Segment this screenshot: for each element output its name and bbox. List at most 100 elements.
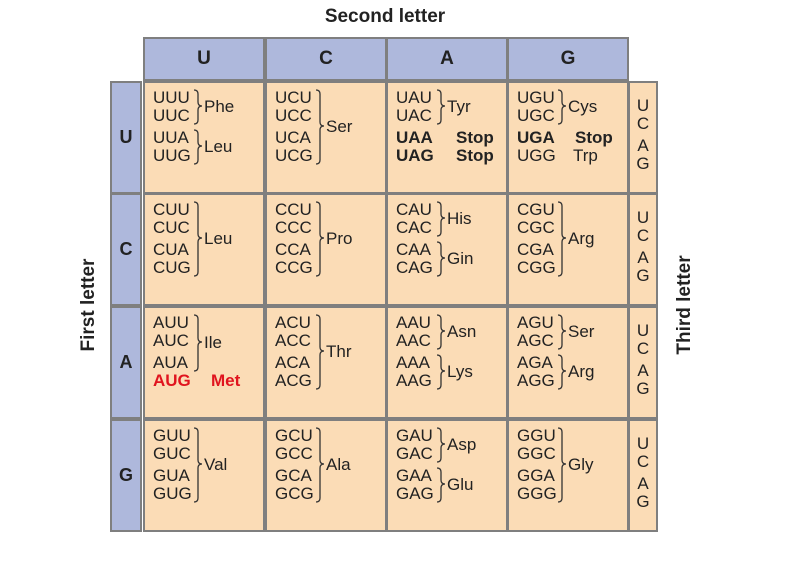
codon: AAA (396, 353, 431, 372)
stop-codon: UAA (396, 128, 433, 147)
amino-acid-label: Phe (204, 97, 235, 116)
amino-acid-label: Lys (447, 362, 473, 381)
amino-acid-label: Asp (447, 435, 477, 454)
third-letter-c: C (636, 452, 650, 471)
amino-acid-label: Trp (573, 146, 598, 165)
codon: CUU (153, 200, 190, 219)
codon: UGC (517, 106, 555, 125)
third-letter-u: U (636, 321, 650, 340)
codon: AUU (153, 313, 189, 332)
codon: UCU (275, 88, 312, 107)
third-letter-c: C (636, 114, 650, 133)
amino-acid-label: Cys (568, 97, 598, 116)
codon: CUG (153, 258, 191, 277)
group-bracket (193, 314, 203, 372)
codon: GCG (275, 484, 314, 503)
group-bracket (436, 467, 446, 503)
first-letter-header-c: C (110, 193, 142, 306)
codon: AAU (396, 313, 431, 332)
codon: ACA (275, 353, 310, 372)
codon: CCA (275, 240, 311, 259)
codon: UUG (153, 146, 191, 165)
stop-label: Stop (456, 128, 494, 147)
codon: UGG (517, 146, 556, 165)
third-letter-g: G (636, 266, 650, 285)
amino-acid-label: Asn (447, 322, 477, 341)
codon: CAA (396, 240, 431, 259)
group-bracket (557, 89, 567, 125)
stop-label: Stop (575, 128, 613, 147)
group-bracket (436, 427, 446, 463)
codon: GUU (153, 426, 191, 445)
third-letter-c: C (636, 339, 650, 358)
second-letter-header-u: U (143, 37, 265, 81)
amino-acid-label: Thr (326, 342, 352, 361)
codon: GUC (153, 444, 191, 463)
third-letter-g: G (636, 154, 650, 173)
amino-acid-label: Ala (326, 455, 351, 474)
first-letter-header-a: A (110, 306, 142, 419)
codon: UUU (153, 88, 190, 107)
codon: CGA (517, 240, 554, 259)
third-letter-u: U (636, 208, 650, 227)
codon: UAU (396, 88, 432, 107)
codon: GUA (153, 466, 190, 485)
start-amino-acid-label: Met (211, 371, 241, 390)
amino-acid-label: Ile (204, 333, 222, 352)
codon: UCG (275, 146, 313, 165)
amino-acid-label: His (447, 209, 472, 228)
second-letter-header-c: C (265, 37, 387, 81)
group-bracket (557, 354, 567, 390)
group-bracket (315, 89, 325, 165)
codon: GAU (396, 426, 433, 445)
codon: CGU (517, 200, 555, 219)
codon: GGC (517, 444, 556, 463)
third-letter-u: U (636, 434, 650, 453)
codon: CAC (396, 218, 432, 237)
third-letter-g: G (636, 379, 650, 398)
codon: CCG (275, 258, 313, 277)
codon: CAU (396, 200, 432, 219)
first-letter-header-g: G (110, 419, 142, 532)
group-bracket (436, 314, 446, 350)
group-bracket (557, 201, 567, 277)
codon: AUA (153, 353, 188, 372)
codon: UAC (396, 106, 432, 125)
codon: GCU (275, 426, 313, 445)
third-letter-a: A (637, 361, 649, 380)
group-bracket (436, 89, 446, 125)
codon: AAC (396, 331, 431, 350)
codon: AUC (153, 331, 189, 350)
group-bracket (557, 314, 567, 350)
group-bracket (193, 201, 203, 277)
codon: AGC (517, 331, 554, 350)
codon: UGU (517, 88, 555, 107)
amino-acid-label: Gly (568, 455, 594, 474)
codon: GAA (396, 466, 432, 485)
codon: GGA (517, 466, 555, 485)
codon: CCC (275, 218, 312, 237)
codon: GAG (396, 484, 434, 503)
codon: CUA (153, 240, 189, 259)
stop-label: Stop (456, 146, 494, 165)
codon: AGG (517, 371, 555, 390)
group-bracket (436, 201, 446, 237)
codon: CGC (517, 218, 555, 237)
codon: UUA (153, 128, 189, 147)
amino-acid-label: Pro (326, 229, 353, 248)
stop-codon: UGA (517, 128, 555, 147)
second-letter-title: Second letter (324, 6, 446, 27)
group-bracket (315, 201, 325, 277)
third-letter-title: Third letter (674, 255, 695, 355)
